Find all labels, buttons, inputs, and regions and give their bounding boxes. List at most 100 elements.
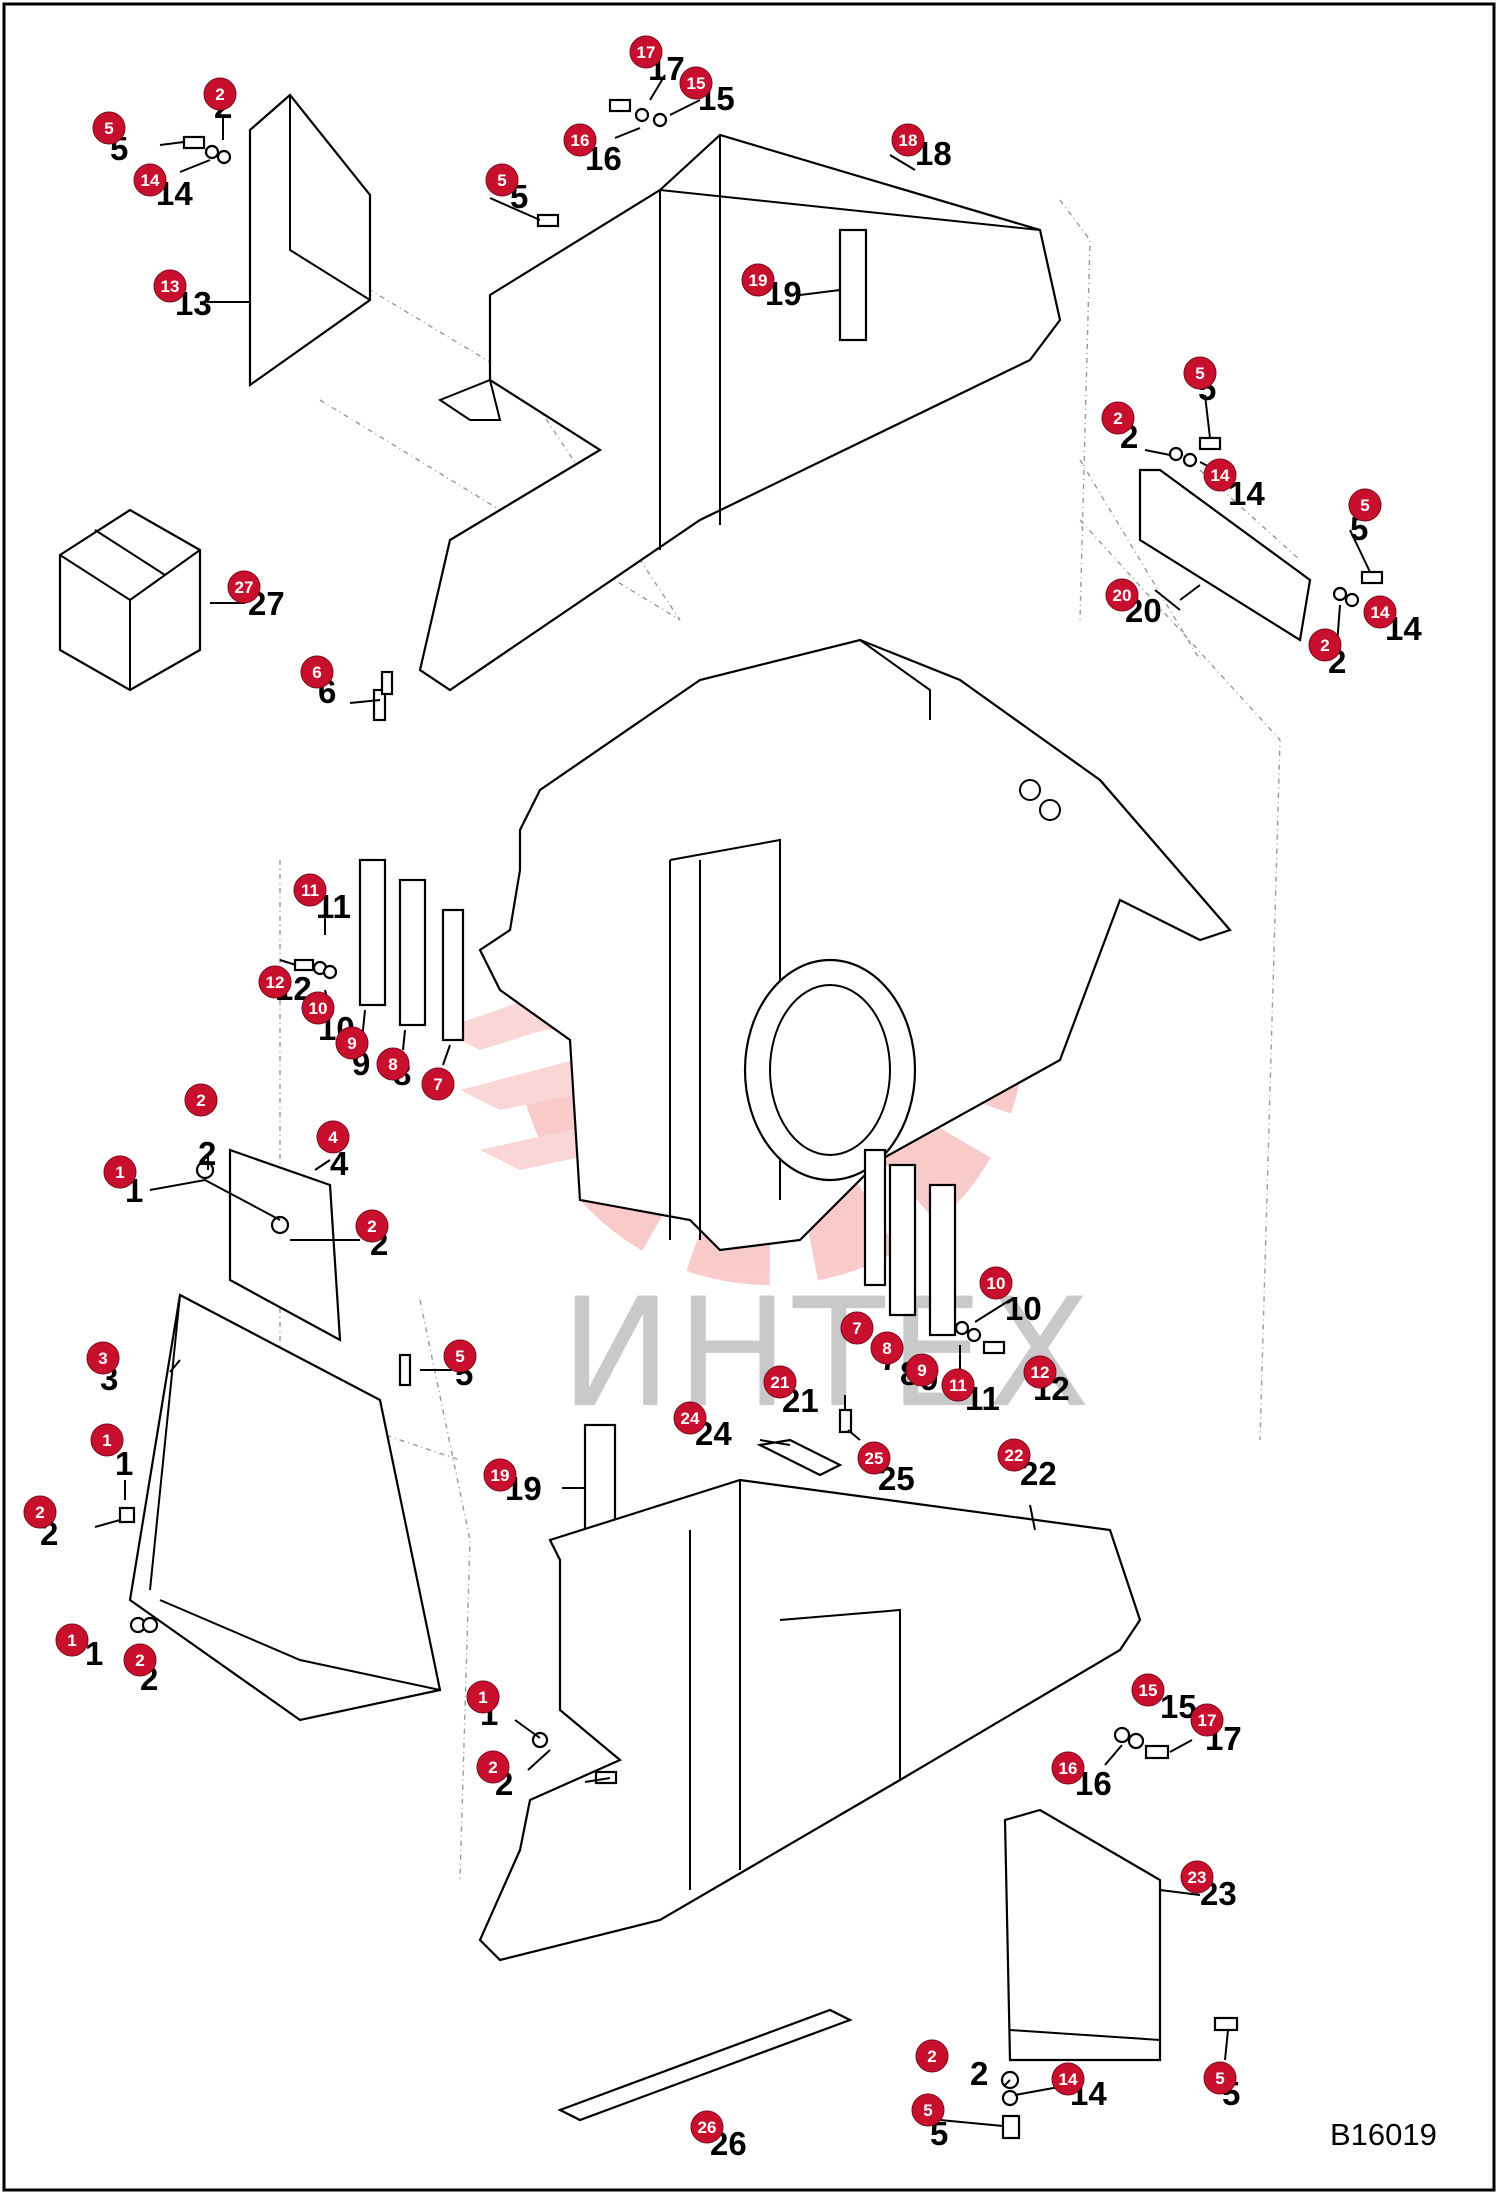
- badge-circle: [1190, 1703, 1224, 1737]
- badge-5: 5: [1183, 356, 1217, 390]
- badge-11: 11: [941, 1368, 975, 1402]
- badge-label: 16: [571, 131, 590, 150]
- badge-circle: [911, 2093, 945, 2127]
- badge-18: 18: [891, 123, 925, 157]
- badge-label: 2: [35, 1503, 44, 1522]
- badge-24: 24: [673, 1401, 707, 1435]
- frame-member-18: [418, 133, 1062, 692]
- badge-12: 12: [258, 965, 292, 999]
- badge-1: 1: [90, 1423, 124, 1457]
- badge-circle: [316, 1120, 350, 1154]
- badge-label: 27: [235, 578, 254, 597]
- badge-label: 15: [1139, 1681, 1158, 1700]
- badge-label: 9: [917, 1361, 926, 1380]
- badge-label: 14: [141, 171, 160, 190]
- badge-12: 12: [1023, 1355, 1057, 1389]
- badge-circle: [1308, 628, 1342, 662]
- badge-5: 5: [485, 163, 519, 197]
- badge-7: 7: [421, 1067, 455, 1101]
- badge-label: 5: [1195, 364, 1204, 383]
- badge-circle: [1023, 1355, 1057, 1389]
- svg-text:2: 2: [970, 2055, 988, 2092]
- badge-label: 2: [215, 85, 224, 104]
- badge-label: 14: [1211, 466, 1230, 485]
- badge-25: 25: [857, 1441, 891, 1475]
- bracket-13: [248, 93, 372, 388]
- badge-23: 23: [1180, 1860, 1214, 1894]
- badge-label: 19: [749, 271, 768, 290]
- badge-label: 5: [923, 2101, 932, 2120]
- badge-circle: [376, 1047, 410, 1081]
- badge-label: 10: [309, 999, 328, 1018]
- badge-circle: [1180, 1860, 1214, 1894]
- shield-3: [128, 1293, 442, 1722]
- badge-circle: [55, 1623, 89, 1657]
- badge-label: 2: [367, 1217, 376, 1236]
- badge-circle: [335, 1026, 369, 1060]
- badge-label: 18: [899, 131, 918, 150]
- badge-label: 13: [161, 277, 180, 296]
- badge-circle: [443, 1339, 477, 1373]
- badge-21: 21: [763, 1365, 797, 1399]
- main-housing: [478, 638, 1232, 1252]
- badge-label: 12: [1031, 1363, 1050, 1382]
- badge-5: 5: [443, 1339, 477, 1373]
- badge-2: 2: [476, 1750, 510, 1784]
- badge-label: 5: [497, 171, 506, 190]
- badge-1: 1: [103, 1155, 137, 1189]
- badge-6: 6: [300, 655, 334, 689]
- badge-label: 22: [1005, 1446, 1024, 1465]
- badge-16: 16: [563, 123, 597, 157]
- badge-circle: [1105, 578, 1139, 612]
- badge-circle: [86, 1341, 120, 1375]
- badge-9: 9: [905, 1353, 939, 1387]
- badge-2: 2: [915, 2039, 949, 2073]
- svg-text:1: 1: [115, 1445, 133, 1482]
- badge-label: 2: [1113, 409, 1122, 428]
- badge-15: 15: [1131, 1673, 1165, 1707]
- badge-label: 2: [135, 1651, 144, 1670]
- frame-member-22: [478, 1478, 1142, 1962]
- badge-label: 16: [1059, 1759, 1078, 1778]
- badge-circle: [870, 1331, 904, 1365]
- badge-circle: [300, 655, 334, 689]
- svg-text:4: 4: [330, 1145, 349, 1182]
- badge-10: 10: [979, 1266, 1013, 1300]
- badge-label: 9: [347, 1034, 356, 1053]
- badge-5: 5: [911, 2093, 945, 2127]
- badge-label: 4: [328, 1128, 338, 1147]
- badge-2: 2: [123, 1643, 157, 1677]
- shims-lower: [863, 1148, 957, 1337]
- badge-5: 5: [1203, 2061, 1237, 2095]
- badge-circle: [1101, 401, 1135, 435]
- badge-9: 9: [335, 1026, 369, 1060]
- badge-circle: [23, 1495, 57, 1529]
- badge-label: 5: [455, 1347, 464, 1366]
- badge-label: 7: [433, 1075, 442, 1094]
- plate-20: [1138, 468, 1312, 642]
- badge-label: 24: [681, 1409, 700, 1428]
- block-19: [583, 1423, 617, 1532]
- badge-19: 19: [483, 1458, 517, 1492]
- badge-circle: [1131, 1673, 1165, 1707]
- badge-label: 14: [1371, 603, 1390, 622]
- badge-2: 2: [1308, 628, 1342, 662]
- badge-2: 2: [23, 1495, 57, 1529]
- badge-circle: [1348, 488, 1382, 522]
- badge-circle: [905, 1353, 939, 1387]
- badge-label: 1: [102, 1431, 111, 1450]
- badge-2: 2: [184, 1083, 218, 1117]
- badge-27: 27: [227, 570, 261, 604]
- badge-label: 17: [1198, 1711, 1217, 1730]
- badge-label: 1: [115, 1163, 124, 1182]
- badge-17: 17: [1190, 1703, 1224, 1737]
- badge-4: 4: [316, 1120, 350, 1154]
- badge-circle: [1203, 458, 1237, 492]
- badge-circle: [915, 2039, 949, 2073]
- badge-label: 3: [98, 1349, 107, 1368]
- badge-label: 1: [478, 1688, 487, 1707]
- badge-26: 26: [690, 2110, 724, 2144]
- badge-circle: [483, 1458, 517, 1492]
